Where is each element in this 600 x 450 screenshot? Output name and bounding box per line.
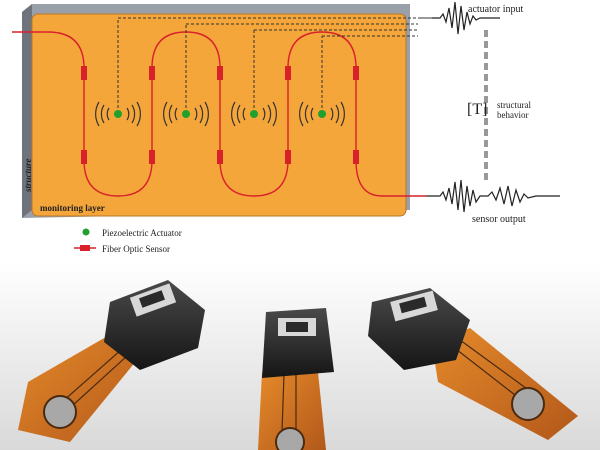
fiber-optic-sensor: [81, 150, 87, 164]
sensor-patch-middle: [258, 308, 334, 450]
fiber-optic-sensor: [353, 150, 359, 164]
fiber-optic-sensor: [149, 66, 155, 80]
sensor-patch-left: [18, 280, 205, 442]
monitoring-layer-plate: [31, 13, 407, 217]
fiber-optic-sensors: [81, 66, 359, 164]
legend-actuator-label: Piezoelectric Actuator: [102, 228, 182, 238]
structural-behavior-line2: behavior: [497, 110, 529, 120]
legend-fiber-icon: [80, 245, 90, 251]
piezo-actuator-icon: [318, 110, 326, 118]
fiber-optic-sensor: [149, 150, 155, 164]
legend-fiber-label: Fiber Optic Sensor: [102, 244, 170, 254]
fiber-optic-sensor: [285, 150, 291, 164]
piezo-actuator-icon: [182, 110, 190, 118]
piezo-actuators: [95, 101, 345, 127]
structure-label: structure: [23, 158, 33, 193]
fiber-optic-sensor: [217, 66, 223, 80]
sensor-output-label: sensor output: [472, 214, 526, 225]
shm-diagram: actuator input [T] structural behavior s…: [12, 1, 560, 254]
actuator-input-waveform: [432, 1, 500, 35]
legend-actuator-icon: [82, 228, 90, 236]
structural-behavior-line1: structural: [497, 100, 531, 110]
fiber-optic-sensor: [353, 66, 359, 80]
sensor-patch-photo: [0, 262, 600, 450]
monitoring-layer-label: monitoring layer: [40, 203, 105, 213]
actuator-wiring: [117, 17, 418, 108]
actuator-input-label: actuator input: [468, 4, 523, 15]
fiber-optic-sensor: [81, 66, 87, 80]
fiber-optic-sensor: [285, 66, 291, 80]
structural-behavior-symbol: [T]: [467, 101, 487, 118]
sensor-patch-right: [368, 288, 578, 440]
piezo-actuator-icon: [250, 110, 258, 118]
sensor-output-waveform: [426, 179, 560, 213]
fiber-optic-sensor: [217, 150, 223, 164]
piezo-actuator-icon: [114, 110, 122, 118]
legend: Piezoelectric Actuator Fiber Optic Senso…: [74, 228, 182, 254]
structure-side-shade: [22, 4, 32, 218]
